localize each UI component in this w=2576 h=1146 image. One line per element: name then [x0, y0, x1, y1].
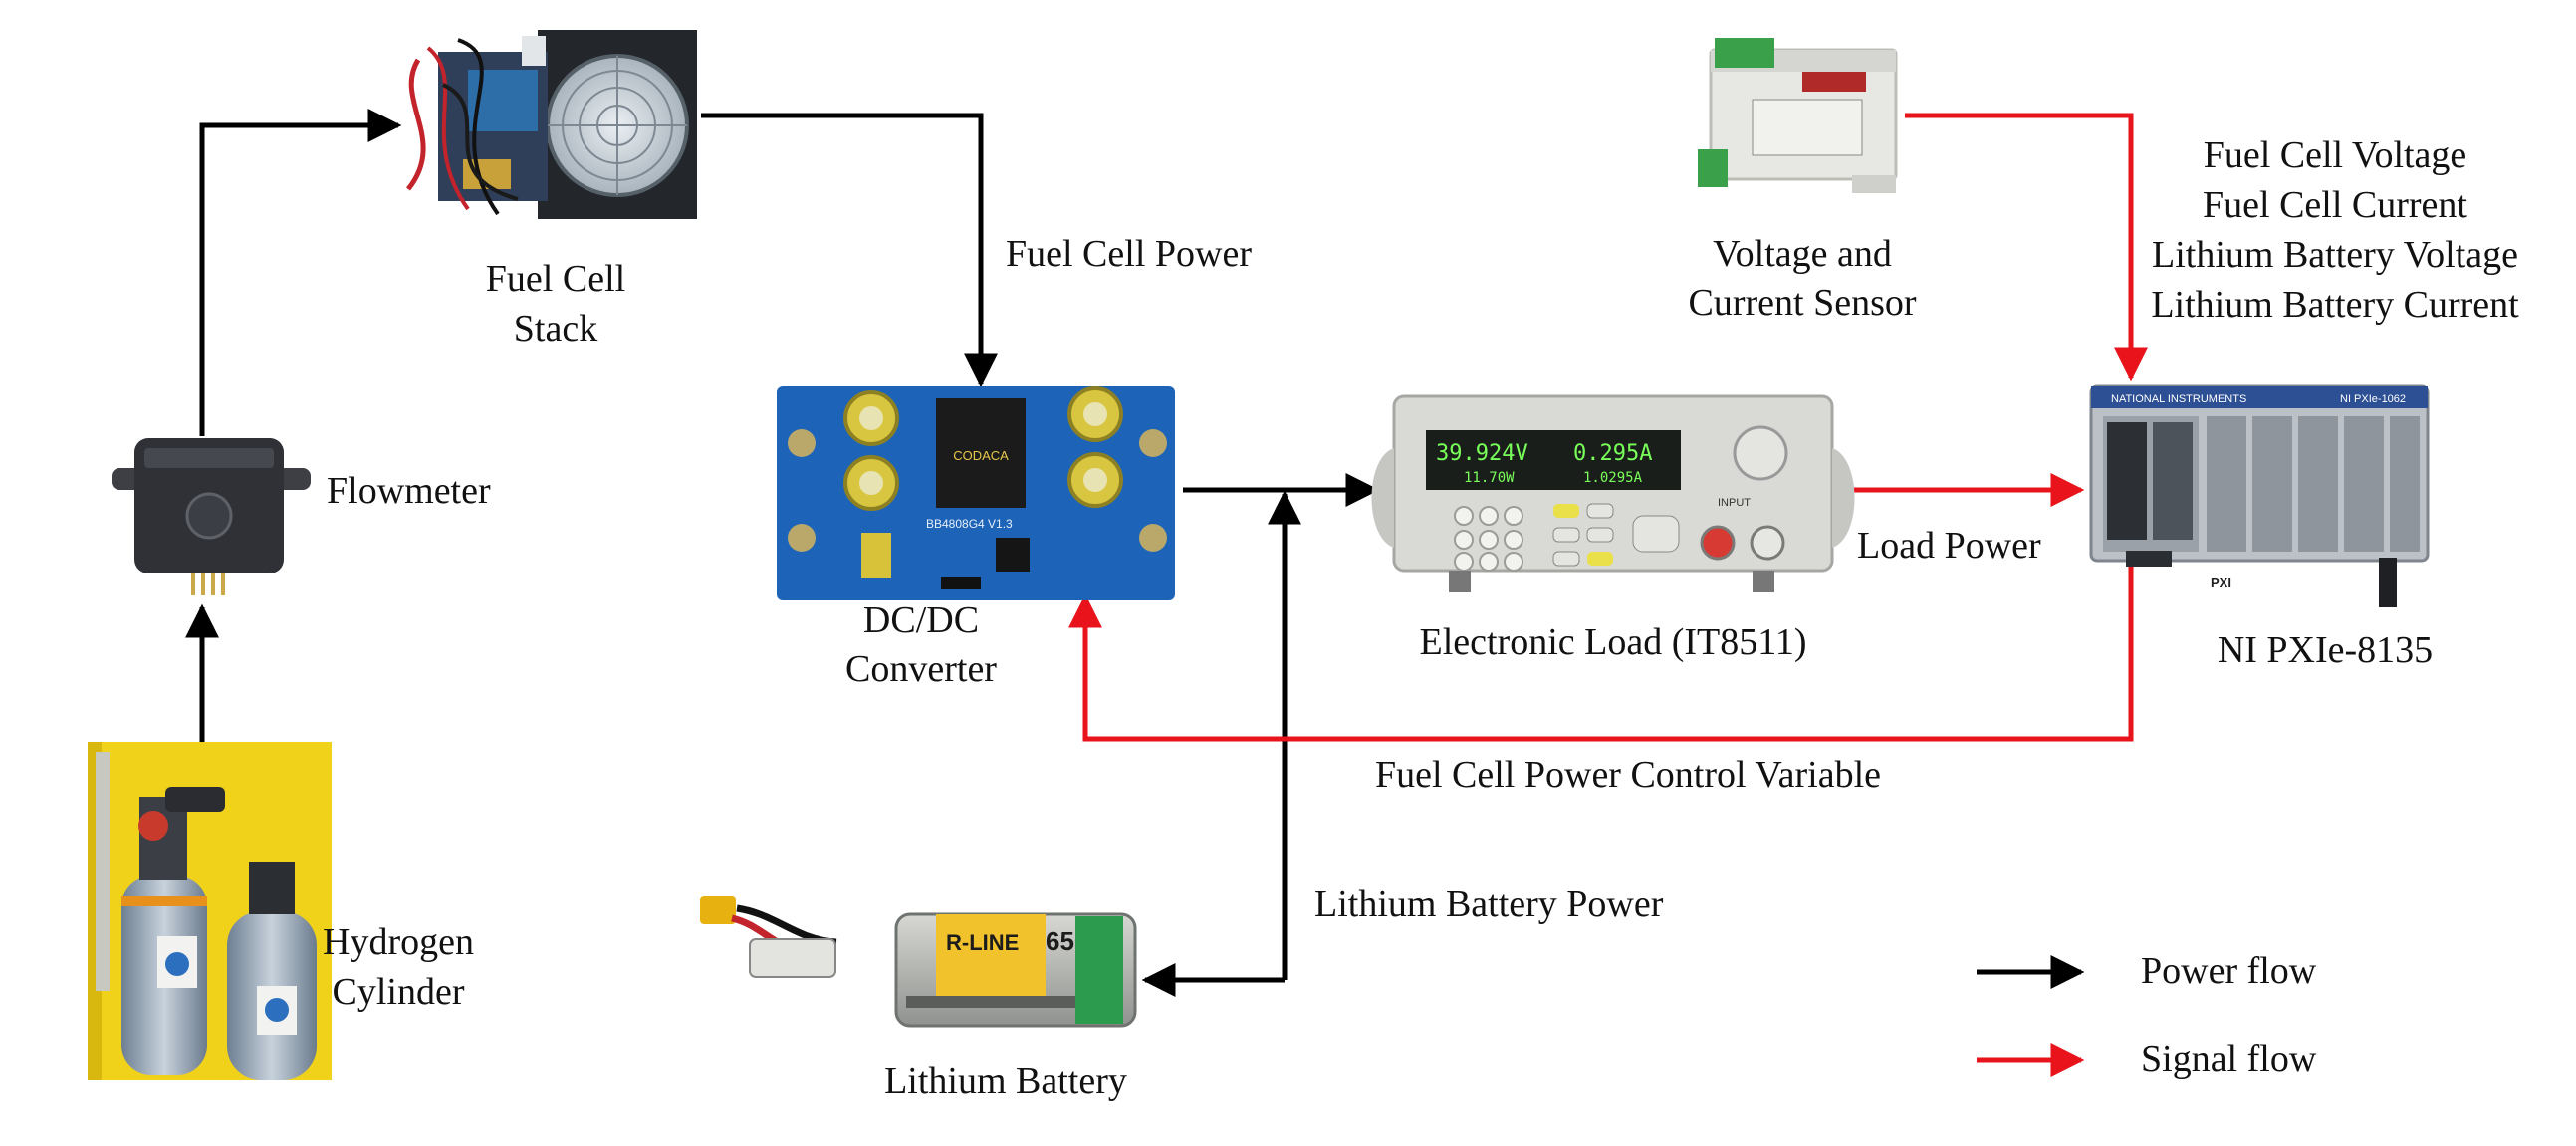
lithium-battery-image: R-LINE 650: [700, 896, 1137, 1028]
measured-signal-item: Fuel Cell Current: [2203, 184, 2467, 226]
electronic-load-image: 39.924V 0.295A 11.70W 1.0295A INPUT: [1371, 394, 1855, 592]
pxi-slot-marking: PXI: [2211, 575, 2231, 590]
pcb-chip-marking: CODACA: [953, 448, 1009, 463]
lithium-battery-power-label: Lithium Battery Power: [1314, 883, 1664, 925]
flowmeter-label: Flowmeter: [327, 470, 491, 512]
measured-signal-item: Lithium Battery Current: [2151, 284, 2519, 326]
legend-power-label: Power flow: [2141, 950, 2317, 992]
dcdc-converter-label-line1: DC/DC: [863, 599, 979, 641]
hydrogen-cylinder-label-line1: Hydrogen: [323, 921, 474, 963]
legend: Power flow Signal flow: [1977, 950, 2317, 1080]
load-power-label: Load Power: [1857, 525, 2041, 567]
signal-flow-connectors: [1068, 113, 2148, 742]
electronic-load-label: Electronic Load (IT8511): [1420, 621, 1807, 663]
pxi-brand-marking: NATIONAL INSTRUMENTS: [2111, 393, 2246, 405]
control-variable-label: Fuel Cell Power Control Variable: [1375, 754, 1881, 796]
pxi-to-converter-arrow: [1068, 558, 2134, 742]
pxi-model-marking: NI PXIe-1062: [2340, 393, 2406, 405]
load-input-label: INPUT: [1718, 497, 1751, 509]
dcdc-converter-image: CODACA BB4808G4 V1.3: [777, 386, 1175, 600]
load-power-readout: 11.70W: [1464, 470, 1515, 486]
lithium-battery-label: Lithium Battery: [884, 1060, 1127, 1102]
measured-signal-item: Fuel Cell Voltage: [2204, 134, 2467, 176]
dcdc-converter-label-line2: Converter: [845, 648, 997, 690]
measured-signals-list: Fuel Cell Voltage Fuel Cell Current Lith…: [2151, 134, 2519, 326]
fuel-cell-stack-label-line1: Fuel Cell: [486, 258, 625, 300]
flowmeter-image: [112, 438, 311, 595]
ni-pxi-label: NI PXIe-8135: [2218, 629, 2433, 671]
sensor-to-pxi-arrow: [1905, 113, 2148, 382]
battery-brand-marking: R-LINE: [946, 930, 1019, 955]
ni-pxi-image: NATIONAL INSTRUMENTS NI PXIe-1062 PXI: [2089, 384, 2430, 607]
sensor-label-line1: Voltage and: [1713, 233, 1892, 275]
pcb-model-marking: BB4808G4 V1.3: [926, 517, 1013, 531]
legend-signal-label: Signal flow: [2141, 1038, 2317, 1080]
fuel-cell-power-label: Fuel Cell Power: [1006, 233, 1252, 275]
sensor-label-line2: Current Sensor: [1688, 282, 1916, 324]
fuel-cell-stack-label-line2: Stack: [514, 308, 597, 349]
stack-to-converter-arrow: [701, 113, 998, 388]
load-current2-readout: 1.0295A: [1583, 470, 1643, 486]
load-voltage-readout: 39.924V: [1436, 441, 1528, 466]
load-current-readout: 0.295A: [1573, 441, 1652, 466]
measured-signal-item: Lithium Battery Voltage: [2152, 234, 2518, 276]
hydrogen-cylinder-label-line2: Cylinder: [333, 971, 465, 1013]
sensor-image: [1698, 38, 1898, 193]
fuel-cell-stack-image: [406, 30, 697, 219]
flowmeter-to-stack-arrow: [199, 109, 402, 436]
hydrogen-cylinder-image: [88, 742, 332, 1080]
